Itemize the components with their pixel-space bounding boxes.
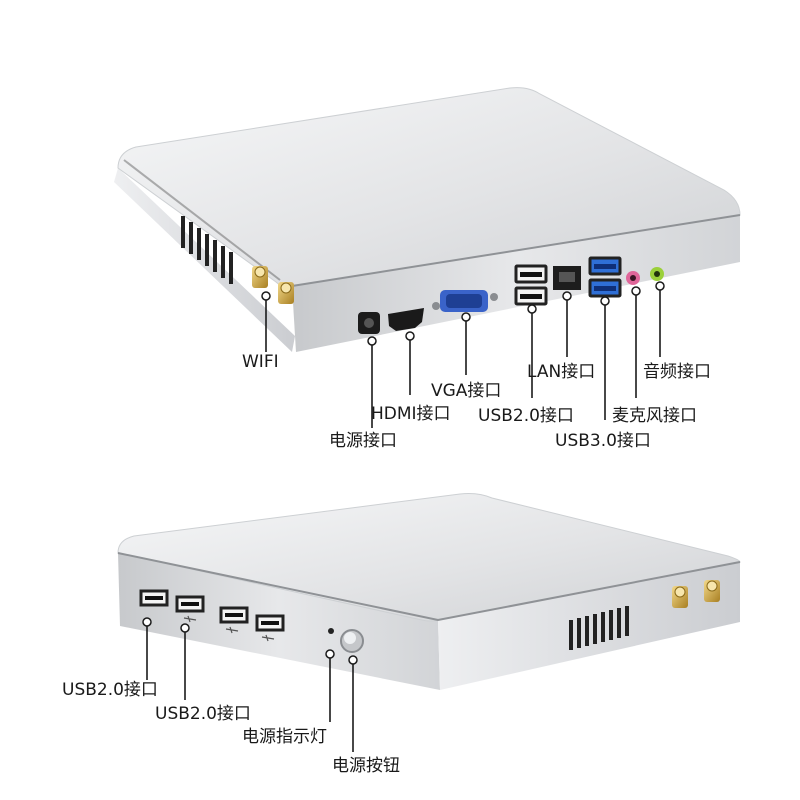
wifi-antenna-connector — [704, 580, 720, 602]
callout-dots — [142, 617, 358, 665]
lan-port-icon — [553, 266, 581, 290]
audio-jack-icon — [650, 267, 664, 281]
power-jack-icon — [358, 312, 380, 334]
hdmi-port-label: HDMI接口 — [371, 404, 451, 424]
power-button-icon — [340, 629, 364, 653]
wifi-antenna-connector — [278, 282, 294, 304]
usb2-port-icon — [175, 595, 205, 613]
usb2-port-icon — [255, 614, 285, 632]
power-led-icon — [328, 628, 334, 634]
left-side-face — [114, 168, 295, 352]
mic-jack-icon — [626, 271, 640, 285]
usb2-port-icon — [514, 264, 548, 306]
usb3-port-label: USB3.0接口 — [555, 431, 651, 451]
usb2-port-label: USB2.0接口 — [478, 406, 574, 426]
callout-lines — [146, 624, 354, 752]
top-device — [114, 87, 741, 428]
mic-port-label: 麦克风接口 — [612, 406, 697, 426]
wifi-antenna-connector — [672, 586, 688, 608]
bottom-device — [117, 493, 741, 752]
power-led-label: 电源指示灯 — [242, 727, 327, 747]
usb3-port-icon — [588, 256, 622, 298]
usb2-port-label-b: USB2.0接口 — [155, 704, 251, 724]
vga-port-label: VGA接口 — [431, 381, 502, 401]
usb2-port-label-a: USB2.0接口 — [62, 680, 158, 700]
callout-dots — [261, 281, 665, 346]
lan-port-label: LAN接口 — [527, 362, 596, 382]
vent-grille — [181, 216, 233, 284]
power-port-label: 电源接口 — [329, 431, 397, 451]
vga-port-icon — [432, 290, 498, 312]
audio-port-label: 音频接口 — [643, 362, 711, 382]
vent-grille — [569, 606, 629, 650]
usb2-port-icon — [219, 606, 249, 624]
usb2-port-icon — [139, 589, 169, 607]
usb-symbol-icon — [183, 615, 275, 642]
power-button-label: 电源按钮 — [332, 756, 400, 776]
wifi-label: WIFI — [242, 352, 279, 372]
callout-lines — [265, 287, 661, 428]
top-face — [117, 493, 741, 622]
wifi-antenna-connector — [252, 266, 268, 288]
hdmi-port-icon — [388, 308, 424, 331]
